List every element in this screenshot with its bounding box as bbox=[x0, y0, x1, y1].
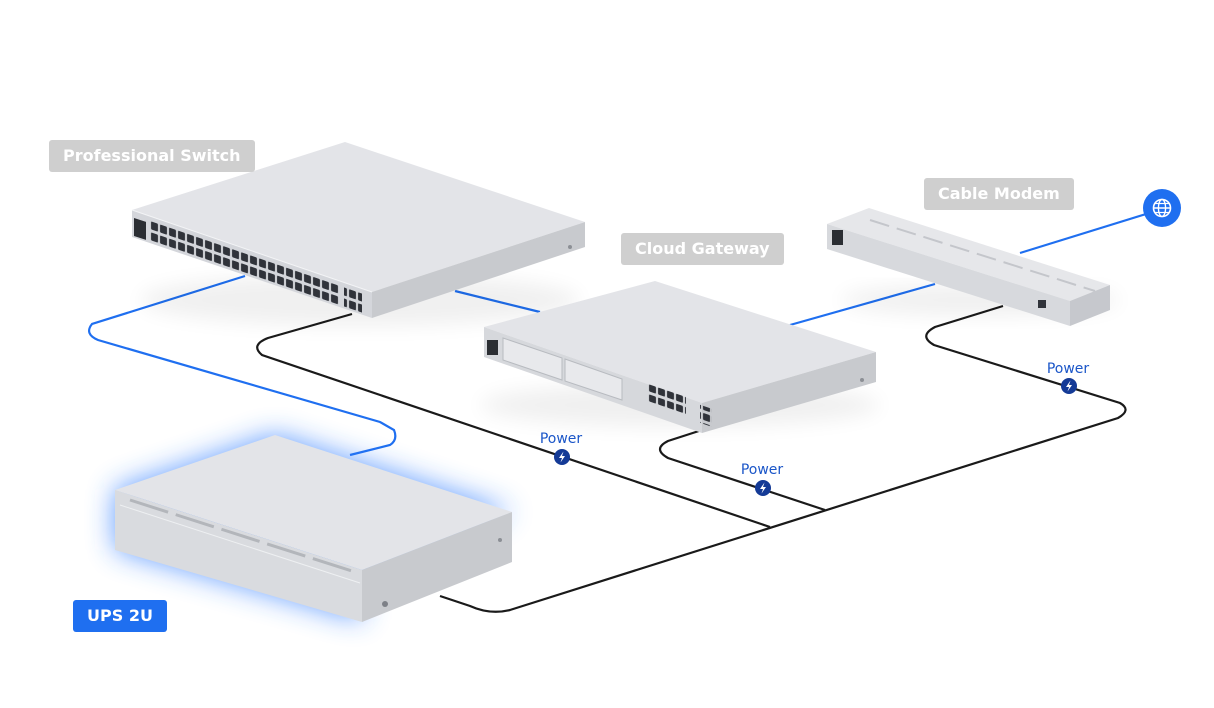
cable-modem[interactable] bbox=[827, 208, 1120, 326]
data-link-ups-switch bbox=[88, 274, 397, 457]
power-marker-gateway: Power bbox=[741, 462, 784, 496]
power-marker-modem: Power bbox=[1047, 361, 1090, 394]
cloud-gateway[interactable] bbox=[480, 281, 880, 433]
power-label: Power bbox=[741, 462, 784, 478]
lightning-bolt-icon bbox=[1061, 378, 1077, 394]
professional-switch[interactable] bbox=[131, 142, 585, 326]
power-label: Power bbox=[1047, 361, 1090, 377]
power-cable-gateway bbox=[658, 428, 826, 512]
power-marker-switch: Power bbox=[540, 431, 583, 465]
ups-2u[interactable] bbox=[115, 435, 512, 622]
cloud-gateway-label: Cloud Gateway bbox=[621, 233, 784, 265]
lightning-bolt-icon bbox=[554, 449, 570, 465]
ups-2u-label: UPS 2U bbox=[73, 600, 167, 632]
power-cable-modem bbox=[439, 304, 1127, 613]
power-cable-switch bbox=[256, 312, 771, 529]
power-label: Power bbox=[540, 431, 583, 447]
gateway-port-grid bbox=[648, 383, 686, 417]
lightning-bolt-icon bbox=[755, 480, 771, 496]
cable-modem-label: Cable Modem bbox=[924, 178, 1074, 210]
data-link-modem-internet bbox=[1019, 212, 1147, 255]
switch-port-grid bbox=[150, 220, 339, 307]
globe-icon[interactable] bbox=[1143, 189, 1181, 227]
professional-switch-label: Professional Switch bbox=[49, 140, 255, 172]
